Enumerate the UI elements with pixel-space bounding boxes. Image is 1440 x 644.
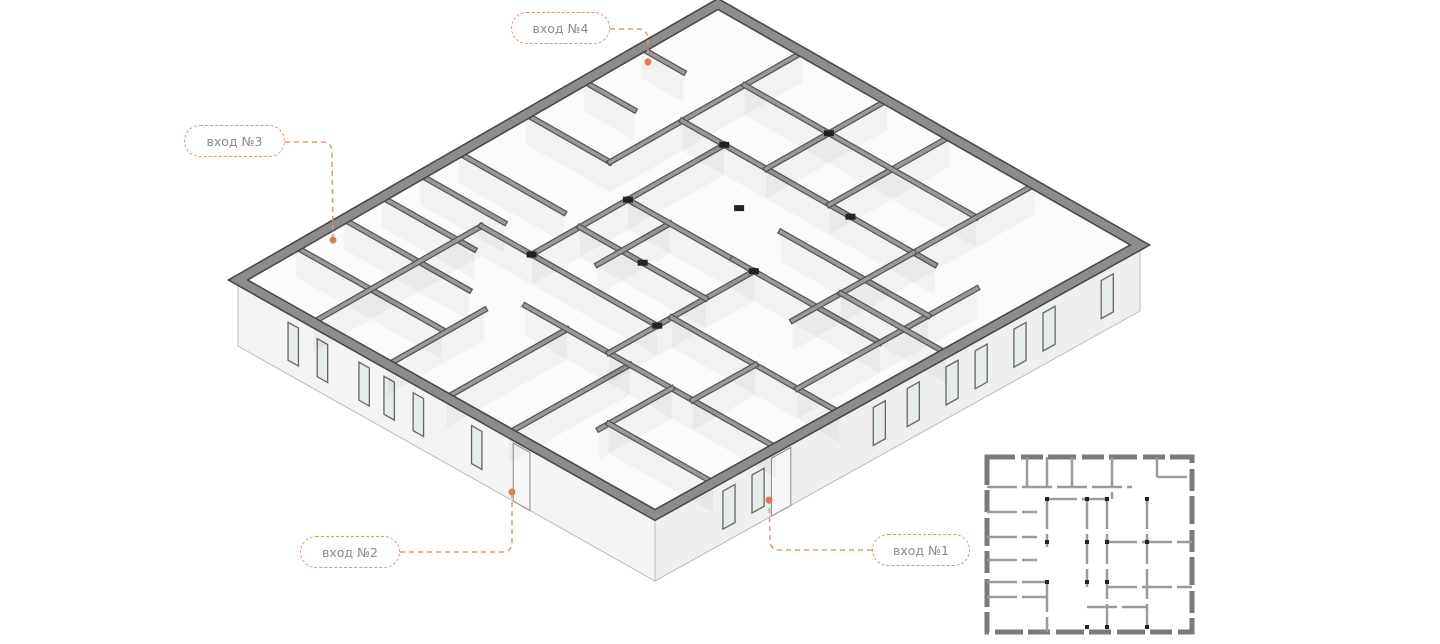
- column: [734, 205, 745, 212]
- window: [383, 375, 396, 422]
- column: [719, 141, 730, 148]
- interior-wall-top: [506, 362, 633, 436]
- interior-wall-top: [838, 290, 949, 356]
- window: [470, 424, 483, 471]
- window: [412, 391, 425, 438]
- interior-wall-top: [444, 326, 570, 400]
- interior-wall-top: [606, 268, 757, 356]
- interior-wall-top: [742, 82, 832, 136]
- interior-wall-top: [341, 216, 472, 293]
- window: [872, 399, 887, 447]
- interior-wall-top: [606, 421, 716, 485]
- column: [637, 259, 648, 266]
- column: [622, 196, 633, 203]
- column: [845, 213, 856, 220]
- window: [906, 380, 920, 428]
- window: [974, 342, 988, 390]
- window: [1100, 272, 1114, 320]
- interior-wall-top: [911, 182, 1037, 256]
- window: [1013, 321, 1027, 369]
- window: [1042, 305, 1056, 353]
- interior-wall-top: [690, 362, 758, 403]
- entrance-3-label: вход №3: [184, 125, 285, 157]
- exterior-wall-top: [229, 0, 1149, 520]
- window: [287, 321, 300, 368]
- window: [945, 359, 959, 407]
- column: [526, 251, 537, 258]
- interior-wall-top: [456, 150, 567, 215]
- column: [748, 268, 759, 275]
- interior-wall-top: [523, 112, 613, 165]
- window: [358, 361, 371, 408]
- window: [722, 483, 736, 531]
- interior-wall-top: [385, 307, 487, 367]
- interior-wall-top: [625, 197, 736, 262]
- interior-wall-top: [826, 130, 979, 220]
- window: [751, 467, 765, 515]
- column: [652, 322, 663, 329]
- window: [316, 337, 329, 384]
- interior-wall-top: [607, 49, 805, 165]
- interior-wall-top: [418, 172, 507, 225]
- interior-wall-top: [310, 223, 484, 325]
- interior-wall-top: [595, 221, 673, 267]
- entrance-2-label: вход №2: [300, 536, 400, 568]
- entrance-door: [512, 442, 531, 512]
- entrance-1-label: вход №1: [872, 534, 970, 566]
- interior-wall-top: [778, 229, 931, 318]
- column: [823, 130, 834, 137]
- interior-wall-top: [795, 286, 980, 392]
- interior-wall-top: [790, 250, 916, 323]
- entrance-4-label: вход №4: [511, 12, 610, 44]
- interior-wall-top: [478, 223, 660, 329]
- interior-wall-top: [522, 303, 779, 450]
- interior-wall-top: [581, 78, 637, 113]
